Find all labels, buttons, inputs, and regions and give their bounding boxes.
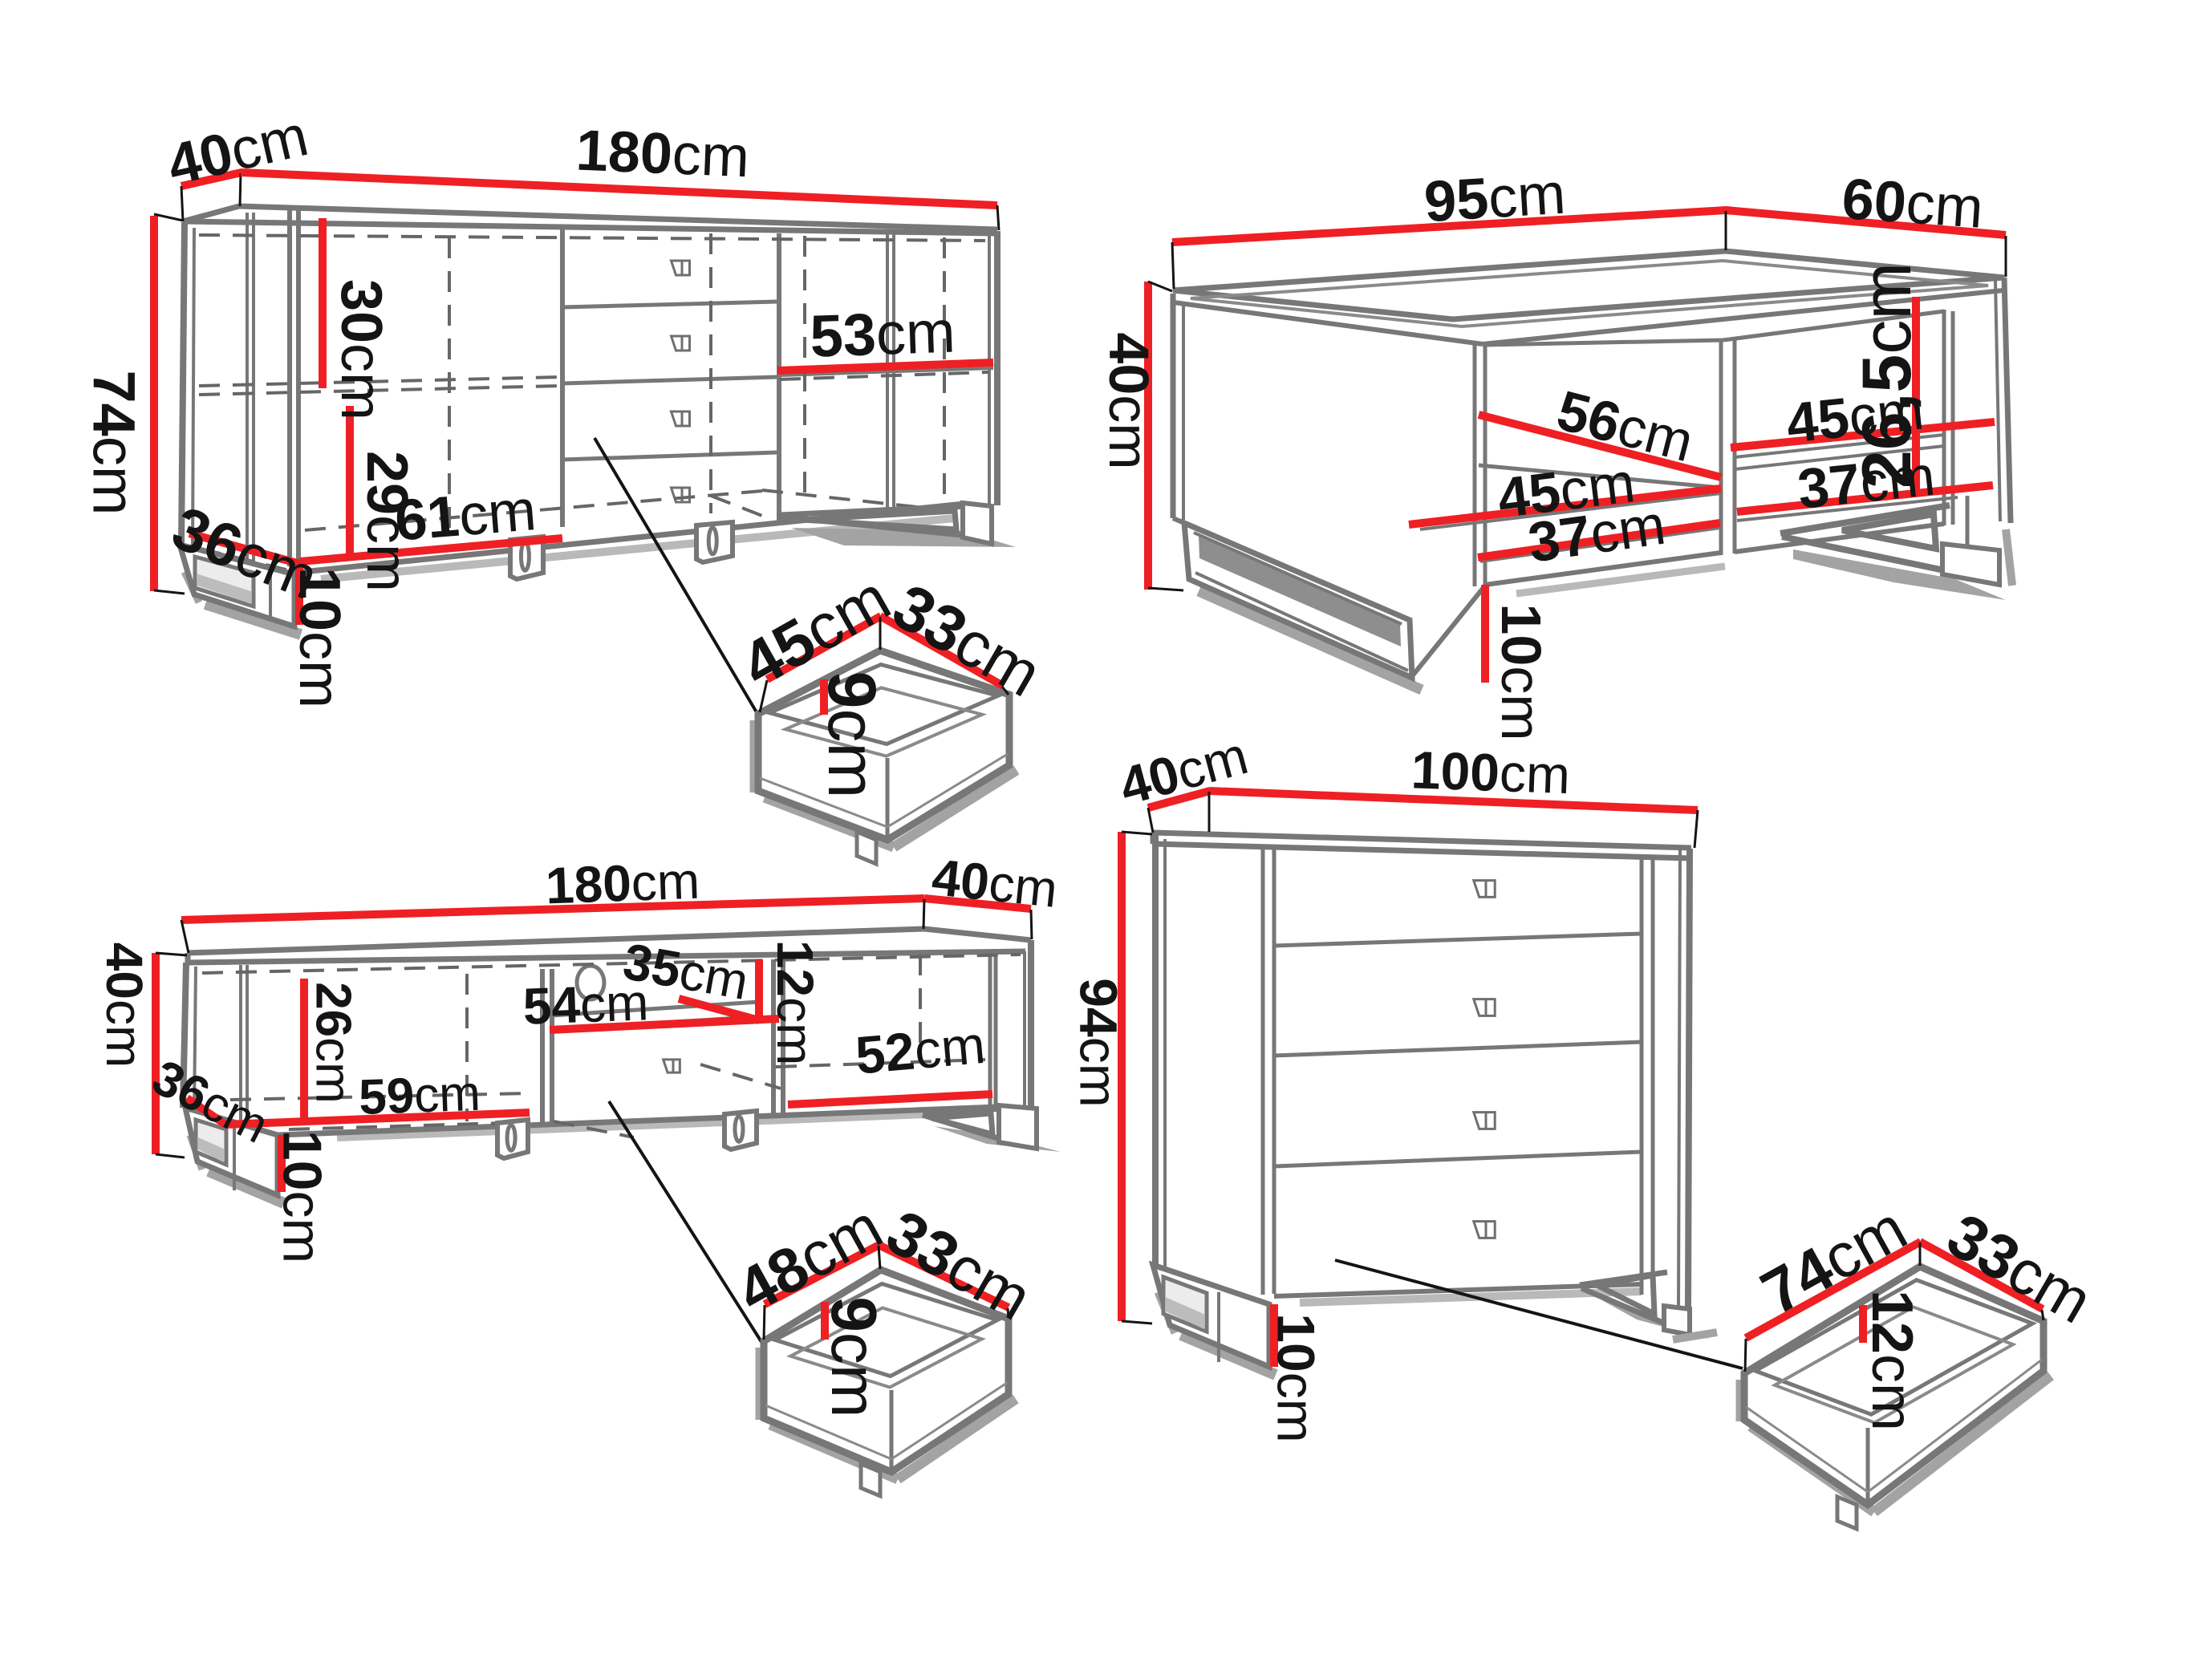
svg-text:10cm: 10cm	[272, 1130, 333, 1263]
svg-text:40cm: 40cm	[162, 103, 315, 198]
svg-text:52cm: 52cm	[853, 1015, 987, 1085]
svg-text:9cm: 9cm	[814, 671, 890, 799]
svg-text:37cm: 37cm	[1795, 444, 1938, 520]
svg-text:26,5cm: 26,5cm	[1849, 262, 1926, 488]
svg-text:12cm: 12cm	[766, 940, 824, 1066]
svg-text:59cm: 59cm	[358, 1066, 481, 1125]
svg-text:100cm: 100cm	[1410, 740, 1572, 805]
svg-text:40cm: 40cm	[929, 848, 1060, 918]
svg-text:45cm: 45cm	[1494, 451, 1638, 529]
svg-text:40cm: 40cm	[1098, 332, 1160, 469]
svg-text:45cm: 45cm	[1784, 378, 1926, 454]
svg-text:180cm: 180cm	[574, 119, 750, 190]
svg-text:56cm: 56cm	[1551, 379, 1699, 473]
svg-text:29cm: 29cm	[355, 451, 419, 592]
svg-text:95cm: 95cm	[1423, 162, 1568, 235]
svg-text:61cm: 61cm	[392, 478, 538, 553]
svg-text:9cm: 9cm	[818, 1296, 890, 1417]
svg-text:74cm: 74cm	[80, 371, 147, 516]
svg-text:60cm: 60cm	[1840, 167, 1985, 241]
svg-text:53cm: 53cm	[809, 298, 956, 370]
svg-text:37cm: 37cm	[1524, 493, 1669, 574]
svg-text:12cm: 12cm	[1860, 1290, 1924, 1431]
svg-text:54cm: 54cm	[522, 973, 650, 1035]
svg-text:10cm: 10cm	[1266, 1313, 1325, 1442]
svg-text:10cm: 10cm	[1490, 603, 1552, 740]
svg-text:180cm: 180cm	[545, 852, 700, 915]
svg-text:40cm: 40cm	[1114, 725, 1254, 816]
svg-text:40cm: 40cm	[95, 943, 153, 1068]
svg-text:10cm: 10cm	[287, 567, 351, 708]
svg-text:26cm: 26cm	[306, 982, 361, 1104]
svg-text:94cm: 94cm	[1069, 978, 1128, 1107]
svg-text:35cm: 35cm	[619, 932, 753, 1011]
svg-text:30cm: 30cm	[329, 279, 393, 420]
